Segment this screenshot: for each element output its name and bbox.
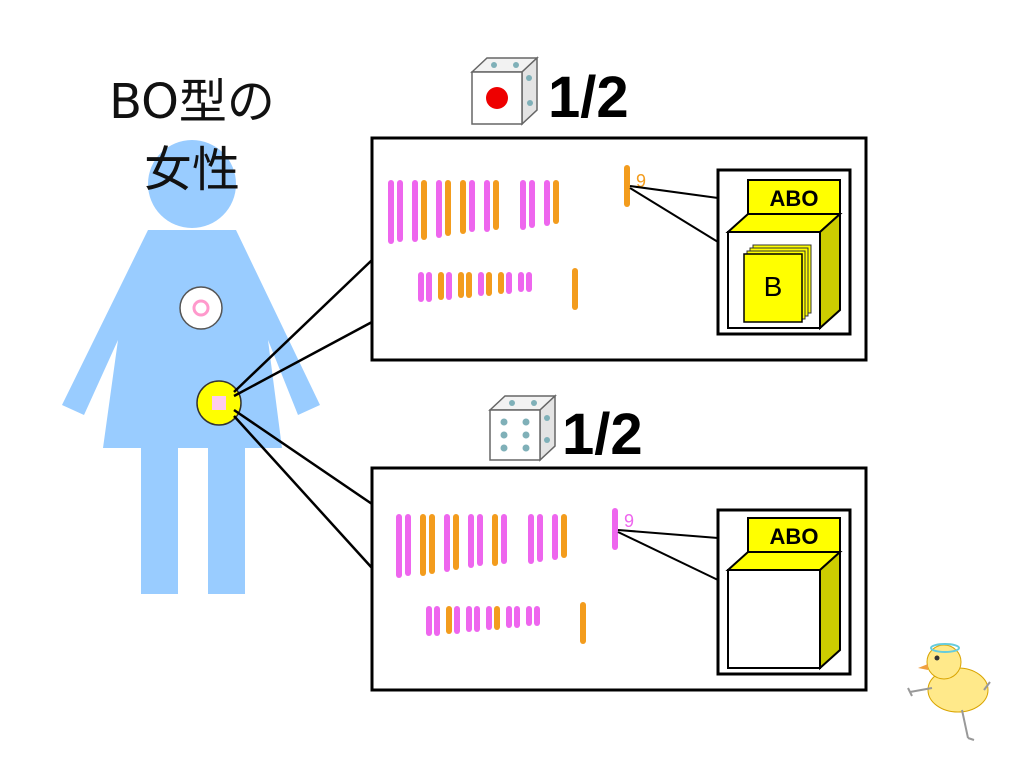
- chromosome: [418, 272, 424, 302]
- cell-icon: [179, 286, 223, 330]
- chromosome: [446, 272, 452, 300]
- chromosome: [396, 514, 402, 578]
- chromosome-9: [612, 508, 618, 550]
- chromosome-x: [580, 602, 586, 644]
- chromosome: [460, 180, 466, 234]
- chromosome: [492, 514, 498, 566]
- chromosome: [426, 606, 432, 636]
- callout-lines: [233, 259, 373, 569]
- chromosome: [466, 272, 472, 298]
- chromosome: [537, 514, 543, 562]
- woman-figure: [62, 140, 320, 594]
- chromosome-9: [624, 165, 630, 207]
- figure-left-leg: [141, 446, 178, 594]
- chromosome: [444, 514, 450, 572]
- chromosome: [453, 514, 459, 570]
- die-six-icon: [488, 394, 557, 462]
- chromosome: [468, 514, 474, 568]
- chromosome: [561, 514, 567, 558]
- chromosome: [520, 180, 526, 230]
- chromosome: [494, 606, 500, 630]
- chromosome: [446, 606, 452, 634]
- chromosome-9-label: 9: [636, 171, 646, 191]
- chromosome: [434, 606, 440, 636]
- chromosome: [528, 514, 534, 564]
- chromosome: [498, 272, 504, 294]
- figure-dress: [62, 230, 320, 448]
- chromosome: [474, 606, 480, 632]
- locus-label: ABO: [770, 186, 819, 211]
- chromosome: [436, 180, 442, 238]
- chromosome: [552, 514, 558, 560]
- chromosome-9-label: 9: [624, 511, 634, 531]
- chromosome: [486, 272, 492, 296]
- chromosome: [469, 180, 475, 232]
- chromosome: [506, 606, 512, 628]
- chromosome: [438, 272, 444, 300]
- chromosome: [466, 606, 472, 632]
- chromosome: [501, 514, 507, 564]
- chromosome: [477, 514, 483, 566]
- chromosome: [388, 180, 394, 244]
- empty-locus-slot: [727, 569, 821, 669]
- figure-head: [148, 140, 236, 228]
- chromosome: [426, 272, 432, 302]
- chromosome: [421, 180, 427, 240]
- locus-label: ABO: [770, 524, 819, 549]
- chromosome: [458, 272, 464, 298]
- die-one-icon: [470, 56, 539, 126]
- chromosome: [553, 180, 559, 224]
- chromosome: [412, 180, 418, 242]
- chromosome: [405, 514, 411, 576]
- chromosome: [397, 180, 403, 242]
- chromosome: [454, 606, 460, 634]
- cell-nucleus: [192, 299, 210, 317]
- allele-card-stack: B: [743, 244, 812, 323]
- figure-right-leg: [208, 446, 245, 594]
- chromosome: [526, 272, 532, 292]
- chromosome-set: [396, 514, 586, 644]
- chick-illustration-icon: [907, 643, 991, 741]
- chromosome: [445, 180, 451, 236]
- probability-label: 1/2: [548, 65, 629, 130]
- chromosome: [529, 180, 535, 228]
- chromosome: [526, 606, 532, 626]
- allele-label: B: [764, 271, 783, 302]
- chromosome: [506, 272, 512, 294]
- chromosome-x: [572, 268, 578, 310]
- figure-title-line1: BO型の: [109, 74, 275, 130]
- chromosome: [544, 180, 550, 226]
- chromosome: [493, 180, 499, 230]
- chromosome: [518, 272, 524, 292]
- chromosome: [478, 272, 484, 296]
- chromosome: [514, 606, 520, 628]
- egg-cell: [212, 396, 226, 410]
- panel-bottom: 1/2 9 ABO: [370, 394, 868, 692]
- chromosome-set: [388, 180, 578, 310]
- panel-top: 1/2 9 ABO B: [370, 56, 868, 362]
- chromosome: [420, 514, 426, 576]
- chromosome: [534, 606, 540, 626]
- chromosome: [429, 514, 435, 574]
- locus-label-box: [747, 179, 841, 215]
- chromosome: [486, 606, 492, 630]
- chromosome: [484, 180, 490, 232]
- probability-label: 1/2: [562, 402, 643, 467]
- figure-title-line2: 女性: [144, 142, 240, 198]
- locus-label-box: [747, 517, 841, 553]
